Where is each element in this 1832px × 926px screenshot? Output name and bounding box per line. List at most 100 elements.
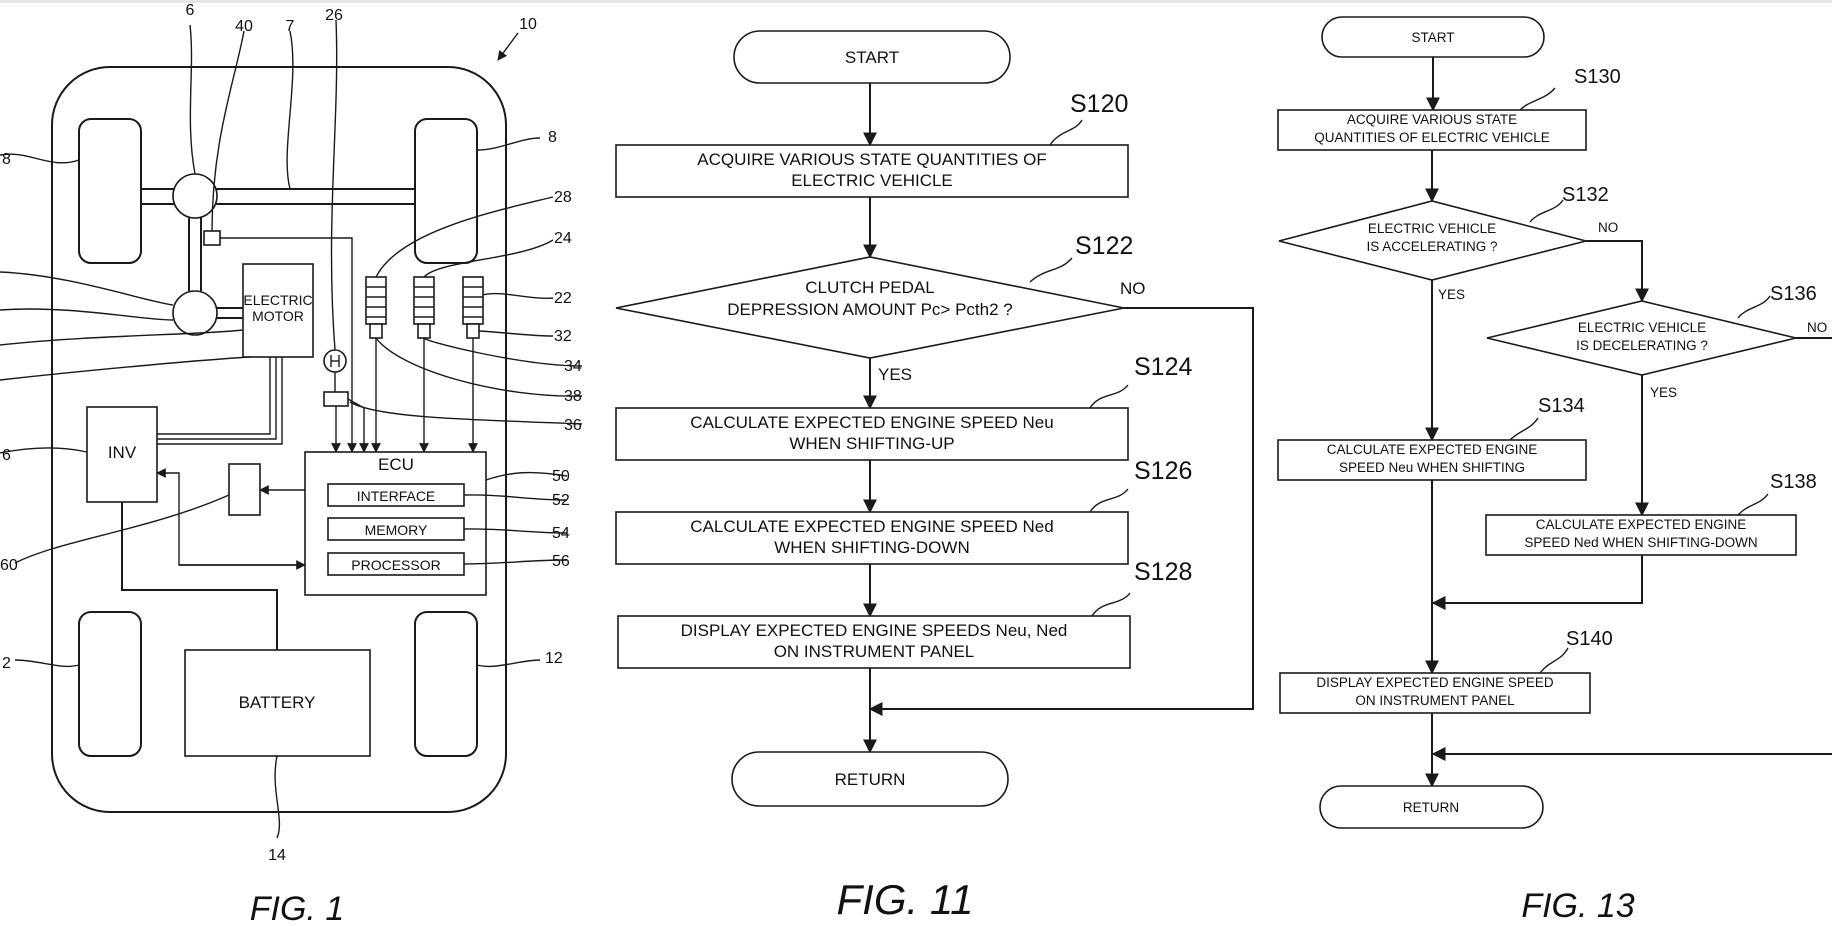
ref-28: 28	[554, 189, 572, 206]
fig11-flowchart: START ACQUIRE VARIOUS STATE QUANTITIES O…	[615, 30, 1254, 923]
ref-36-right: 36	[564, 417, 582, 434]
fig13-s140-line1: DISPLAY EXPECTED ENGINE SPEED	[1316, 675, 1554, 690]
pedal-22	[462, 276, 484, 453]
interface-label: INTERFACE	[357, 488, 436, 504]
ref-34: 34	[564, 358, 582, 375]
fig13-s134-step: S134	[1538, 395, 1585, 417]
ref-24: 24	[554, 230, 572, 247]
top-border	[0, 0, 1832, 3]
ref-12-left: 2	[2, 655, 11, 672]
ref-7: 7	[286, 18, 295, 35]
fig11-s124-box	[615, 407, 1129, 461]
sensor-40	[203, 230, 221, 246]
fig13-start-label: START	[1411, 30, 1454, 45]
fig11-s126-step: S126	[1134, 457, 1192, 485]
fig13-s132-line1: ELECTRIC VEHICLE	[1368, 221, 1496, 236]
fig11-s122-step: S122	[1075, 232, 1133, 260]
gear-6	[172, 173, 218, 219]
fig11-s126-line1: CALCULATE EXPECTED ENGINE SPEED Ned	[690, 517, 1053, 536]
ref-54: 54	[552, 525, 570, 542]
ecu-label: ECU	[378, 455, 414, 474]
processor-label: PROCESSOR	[351, 557, 440, 573]
ref-52: 52	[552, 492, 570, 509]
ref-22: 22	[554, 290, 572, 307]
rear-right-wheel	[414, 611, 478, 757]
ref-26: 26	[325, 7, 343, 24]
fig1-vehicle-diagram: ELECTRIC MOTOR	[0, 2, 583, 926]
battery-box	[184, 649, 371, 757]
fig13-s136-yes: YES	[1650, 385, 1677, 400]
fig11-s126-line2: WHEN SHIFTING-DOWN	[774, 538, 969, 557]
fig13-s138-line1: CALCULATE EXPECTED ENGINE	[1536, 517, 1747, 532]
pedal-28	[365, 276, 387, 453]
ref-8-right: 8	[548, 129, 557, 146]
fig13-s138-line2: SPEED Ned WHEN SHIFTING-DOWN	[1524, 535, 1757, 550]
fig13-s132-step: S132	[1562, 184, 1609, 206]
fig11-s122-line2: DEPRESSION AMOUNT Pc> Pcth2 ?	[727, 300, 1012, 319]
fig13-s138-box	[1485, 514, 1797, 556]
fig11-s128-line1: DISPLAY EXPECTED ENGINE SPEEDS Neu, Ned	[681, 621, 1068, 640]
battery-label: BATTERY	[239, 693, 316, 712]
ref-36-left: 6	[2, 447, 11, 464]
fig13-s140-box	[1279, 672, 1591, 714]
fig13-s130-step: S130	[1574, 66, 1621, 88]
fig13-s132-no: NO	[1598, 220, 1618, 235]
fig13-return	[1319, 785, 1544, 829]
ref-60: 60	[0, 557, 18, 574]
fig13-s140-line2: ON INSTRUMENT PANEL	[1355, 693, 1515, 708]
ref-32: 32	[554, 328, 572, 345]
fig11-s120-step: S120	[1070, 90, 1128, 118]
fig11-s122-no: NO	[1120, 279, 1146, 298]
shift-lever-26	[323, 349, 369, 453]
fig11-s122-yes: YES	[878, 365, 912, 384]
fig11-s124-line1: CALCULATE EXPECTED ENGINE SPEED Neu	[690, 413, 1053, 432]
fig13-s136-line1: ELECTRIC VEHICLE	[1578, 320, 1706, 335]
fig13-caption: FIG. 13	[1521, 887, 1634, 925]
fig13-s134-line2: SPEED Neu WHEN SHIFTING	[1339, 460, 1525, 475]
fig11-return	[731, 751, 1009, 807]
rear-left-wheel	[78, 611, 142, 757]
ref-56: 56	[552, 553, 570, 570]
fig13-s138-step: S138	[1770, 471, 1817, 493]
fig13-s136-step: S136	[1770, 283, 1817, 305]
fig13-s130-line1: ACQUIRE VARIOUS STATE	[1347, 112, 1517, 127]
electric-motor-label-1: ELECTRIC	[243, 292, 312, 308]
electric-motor-label-2: MOTOR	[252, 308, 304, 324]
front-right-wheel	[414, 118, 478, 264]
fig11-s120-line1: ACQUIRE VARIOUS STATE QUANTITIES OF	[697, 150, 1046, 169]
fig13-flowchart: START ACQUIRE VARIOUS STATE QUANTITIES O…	[1277, 16, 1832, 925]
ref-38: 38	[564, 388, 582, 405]
fig13-s136-line2: IS DECELERATING ?	[1576, 338, 1708, 353]
fig13-s134-box	[1277, 439, 1587, 481]
fig11-s124-step: S124	[1134, 353, 1192, 381]
ref-50: 50	[552, 468, 570, 485]
fig11-s128-step: S128	[1134, 558, 1192, 586]
fig11-s120-line2: ELECTRIC VEHICLE	[791, 171, 953, 190]
ref-6: 6	[186, 2, 195, 19]
sensor-60	[228, 463, 261, 516]
fig11-start-label: START	[845, 48, 899, 67]
fig11-s126-box	[615, 511, 1129, 565]
gear-motor	[172, 290, 218, 336]
fig11-s122-line1: CLUTCH PEDAL	[805, 278, 934, 297]
memory-label: MEMORY	[365, 522, 428, 538]
electric-motor-box	[242, 263, 314, 358]
fig13-s130-box	[1277, 109, 1587, 151]
fig11-s124-line2: WHEN SHIFTING-UP	[789, 434, 954, 453]
pedal-24	[413, 276, 435, 453]
fig13-s132-yes: YES	[1438, 287, 1465, 302]
fig11-caption: FIG. 11	[837, 876, 974, 923]
fig11-return-label: RETURN	[835, 770, 906, 789]
fig1-caption: FIG. 1	[250, 890, 344, 926]
ref-8-left: 8	[2, 151, 11, 168]
fig11-start	[733, 30, 1011, 84]
fig13-s134-line1: CALCULATE EXPECTED ENGINE	[1327, 442, 1538, 457]
fig11-s128-line2: ON INSTRUMENT PANEL	[774, 642, 975, 661]
inverter-box	[86, 406, 158, 503]
ref-40: 40	[235, 18, 253, 35]
fig13-s136-no: NO	[1807, 320, 1827, 335]
fig13-return-label: RETURN	[1403, 800, 1459, 815]
fig11-s128-box	[617, 615, 1131, 669]
fig13-s140-step: S140	[1566, 628, 1613, 650]
